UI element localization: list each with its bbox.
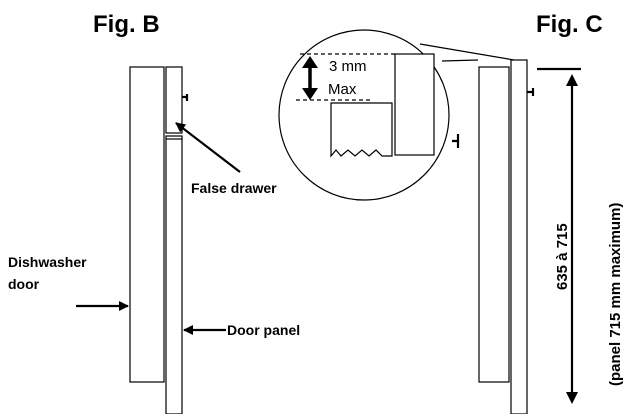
fig-b-title: Fig. B <box>93 11 160 38</box>
magnifier-circle <box>278 29 450 201</box>
height-range-label: 635 à 715 <box>554 223 571 290</box>
door-panel-label: Door panel <box>227 322 300 338</box>
magnified-door-panel <box>330 102 393 158</box>
detail-magnifier: 3 mm Max <box>278 29 515 201</box>
fig-c-drawing <box>478 59 535 414</box>
false-drawer-arrow <box>175 122 241 173</box>
dishwasher-door-label-line2: door <box>8 276 40 292</box>
dishwasher-door-label-line1: Dishwasher <box>8 254 87 270</box>
gap-max-label: Max <box>328 81 357 98</box>
fig-c-panel-shape <box>510 59 528 414</box>
false-drawer-shape <box>165 66 183 134</box>
fig-b-drawing <box>129 66 189 414</box>
dishwasher-door-shape <box>129 66 165 383</box>
false-drawer-bracket <box>182 94 189 101</box>
fig-c-door-shape <box>478 66 510 383</box>
height-dimension <box>537 67 581 404</box>
gap-value-label: 3 mm <box>329 58 367 75</box>
false-drawer-label: False drawer <box>191 180 277 196</box>
fig-c-title: Fig. C <box>536 11 603 38</box>
door-panel-shape <box>165 135 183 414</box>
panel-max-label: (panel 715 mm maximum) <box>607 203 624 386</box>
magnified-false-drawer <box>394 53 435 156</box>
